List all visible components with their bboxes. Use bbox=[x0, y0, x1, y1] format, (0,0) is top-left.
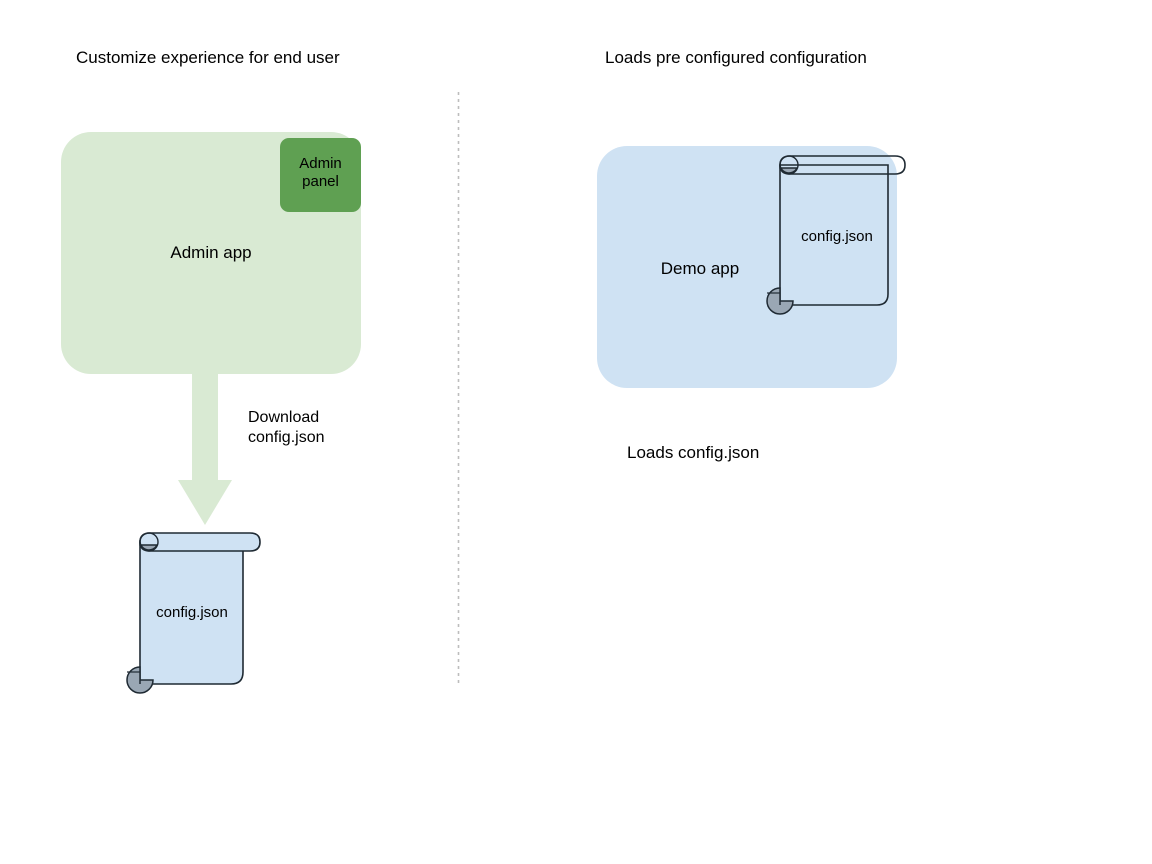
download-arrow bbox=[178, 330, 232, 525]
scroll-body bbox=[139, 540, 244, 685]
loads-config-caption: Loads config.json bbox=[627, 443, 760, 462]
title-left: Customize experience for end user bbox=[76, 48, 340, 67]
config-doc-right[interactable] bbox=[766, 155, 906, 315]
config-doc-right-label: config.json bbox=[801, 228, 873, 245]
demo-app-box[interactable] bbox=[597, 146, 897, 388]
scroll-bottom-curl bbox=[766, 287, 794, 315]
admin-panel-label-line2: panel bbox=[302, 173, 339, 191]
scroll-top-curl-ring bbox=[779, 155, 799, 175]
download-arrow-label-line2: config.json bbox=[248, 428, 325, 446]
demo-app-label: Demo app bbox=[660, 259, 740, 278]
scroll-top-curl-ring bbox=[139, 532, 159, 552]
download-arrow-label-line1: Download bbox=[248, 409, 320, 426]
scroll-bottom-curl bbox=[126, 666, 154, 694]
admin-app-label: Admin app bbox=[170, 243, 252, 262]
scroll-body bbox=[779, 164, 889, 306]
config-doc-left-label: config.json bbox=[156, 604, 228, 621]
config-doc-left[interactable] bbox=[126, 532, 261, 694]
admin-panel-box[interactable] bbox=[280, 138, 361, 212]
title-right: Loads pre configured configuration bbox=[605, 48, 867, 67]
admin-panel-label-line1: Admin bbox=[299, 155, 342, 172]
download-arrow-label: Download config.json bbox=[248, 408, 325, 447]
